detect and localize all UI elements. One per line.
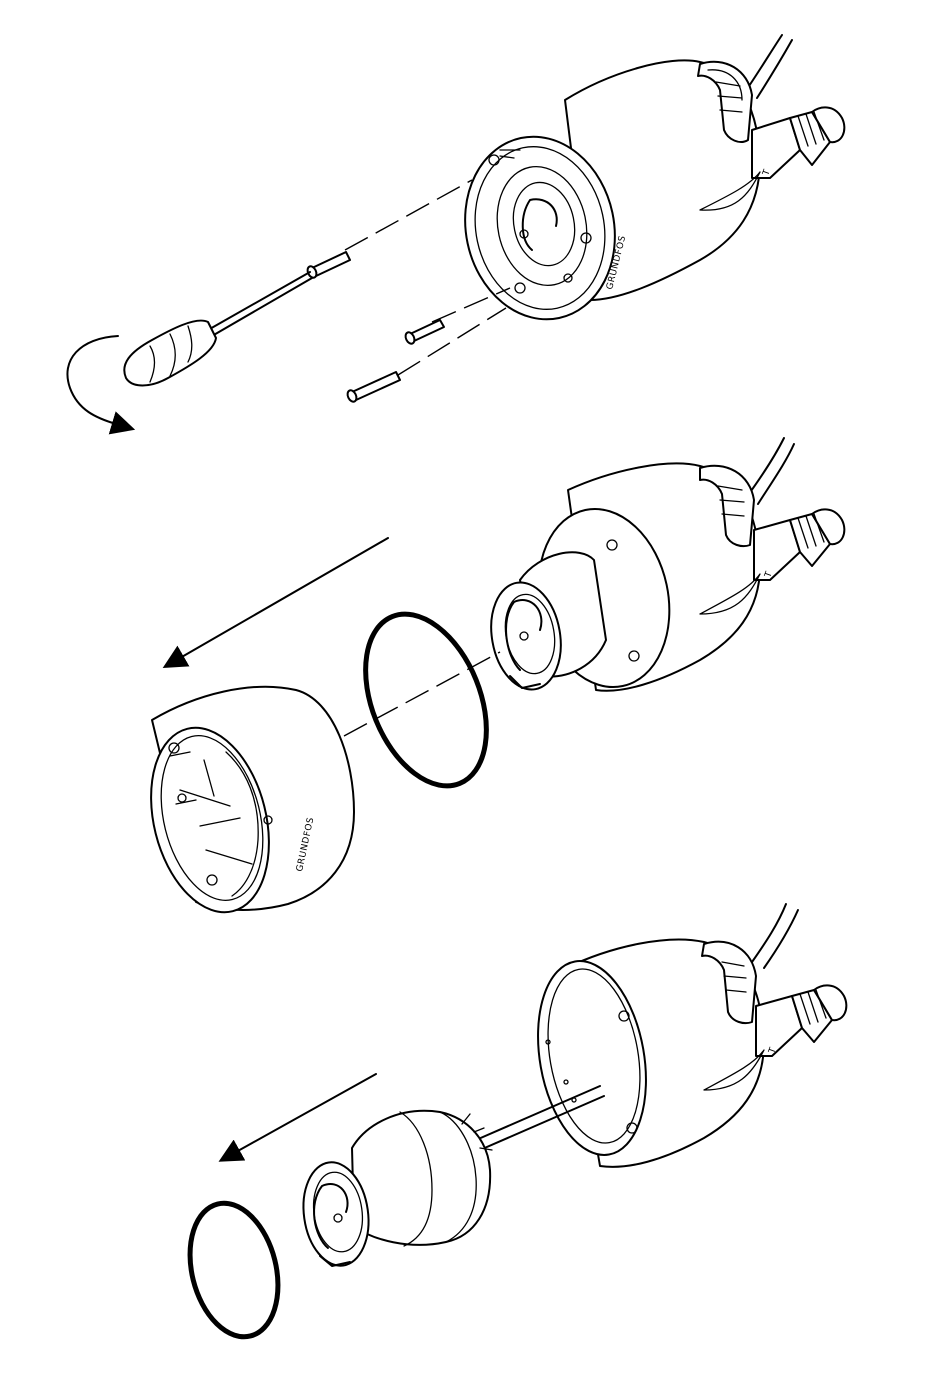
remove-motor-arrow-icon bbox=[236, 1074, 376, 1152]
screw-2 bbox=[404, 320, 444, 345]
o-ring-large bbox=[342, 596, 510, 803]
screw-guide-line-1 bbox=[345, 180, 472, 250]
pump-cover: GRUNDFOS bbox=[133, 687, 354, 925]
step-2-remove-cover-and-oring: T bbox=[133, 438, 844, 925]
step-3-pull-out-motor-and-oring: T bbox=[177, 904, 847, 1346]
power-cable bbox=[745, 35, 782, 92]
screw-1 bbox=[306, 252, 350, 279]
screwdriver bbox=[124, 272, 312, 386]
screw-guide-line-2 bbox=[432, 288, 510, 322]
rotation-arrow-icon bbox=[67, 336, 118, 424]
motor-unit bbox=[297, 1111, 492, 1270]
remove-cover-arrow-icon bbox=[180, 538, 388, 658]
step-1-remove-screws: T GRUNDFOS bbox=[67, 35, 844, 424]
o-ring-small bbox=[177, 1194, 291, 1346]
screw-3 bbox=[346, 372, 400, 403]
pump-body-uncovered: T bbox=[483, 463, 844, 699]
pump-body: T GRUNDFOS bbox=[448, 60, 844, 333]
pump-housing-empty: T bbox=[524, 940, 847, 1167]
